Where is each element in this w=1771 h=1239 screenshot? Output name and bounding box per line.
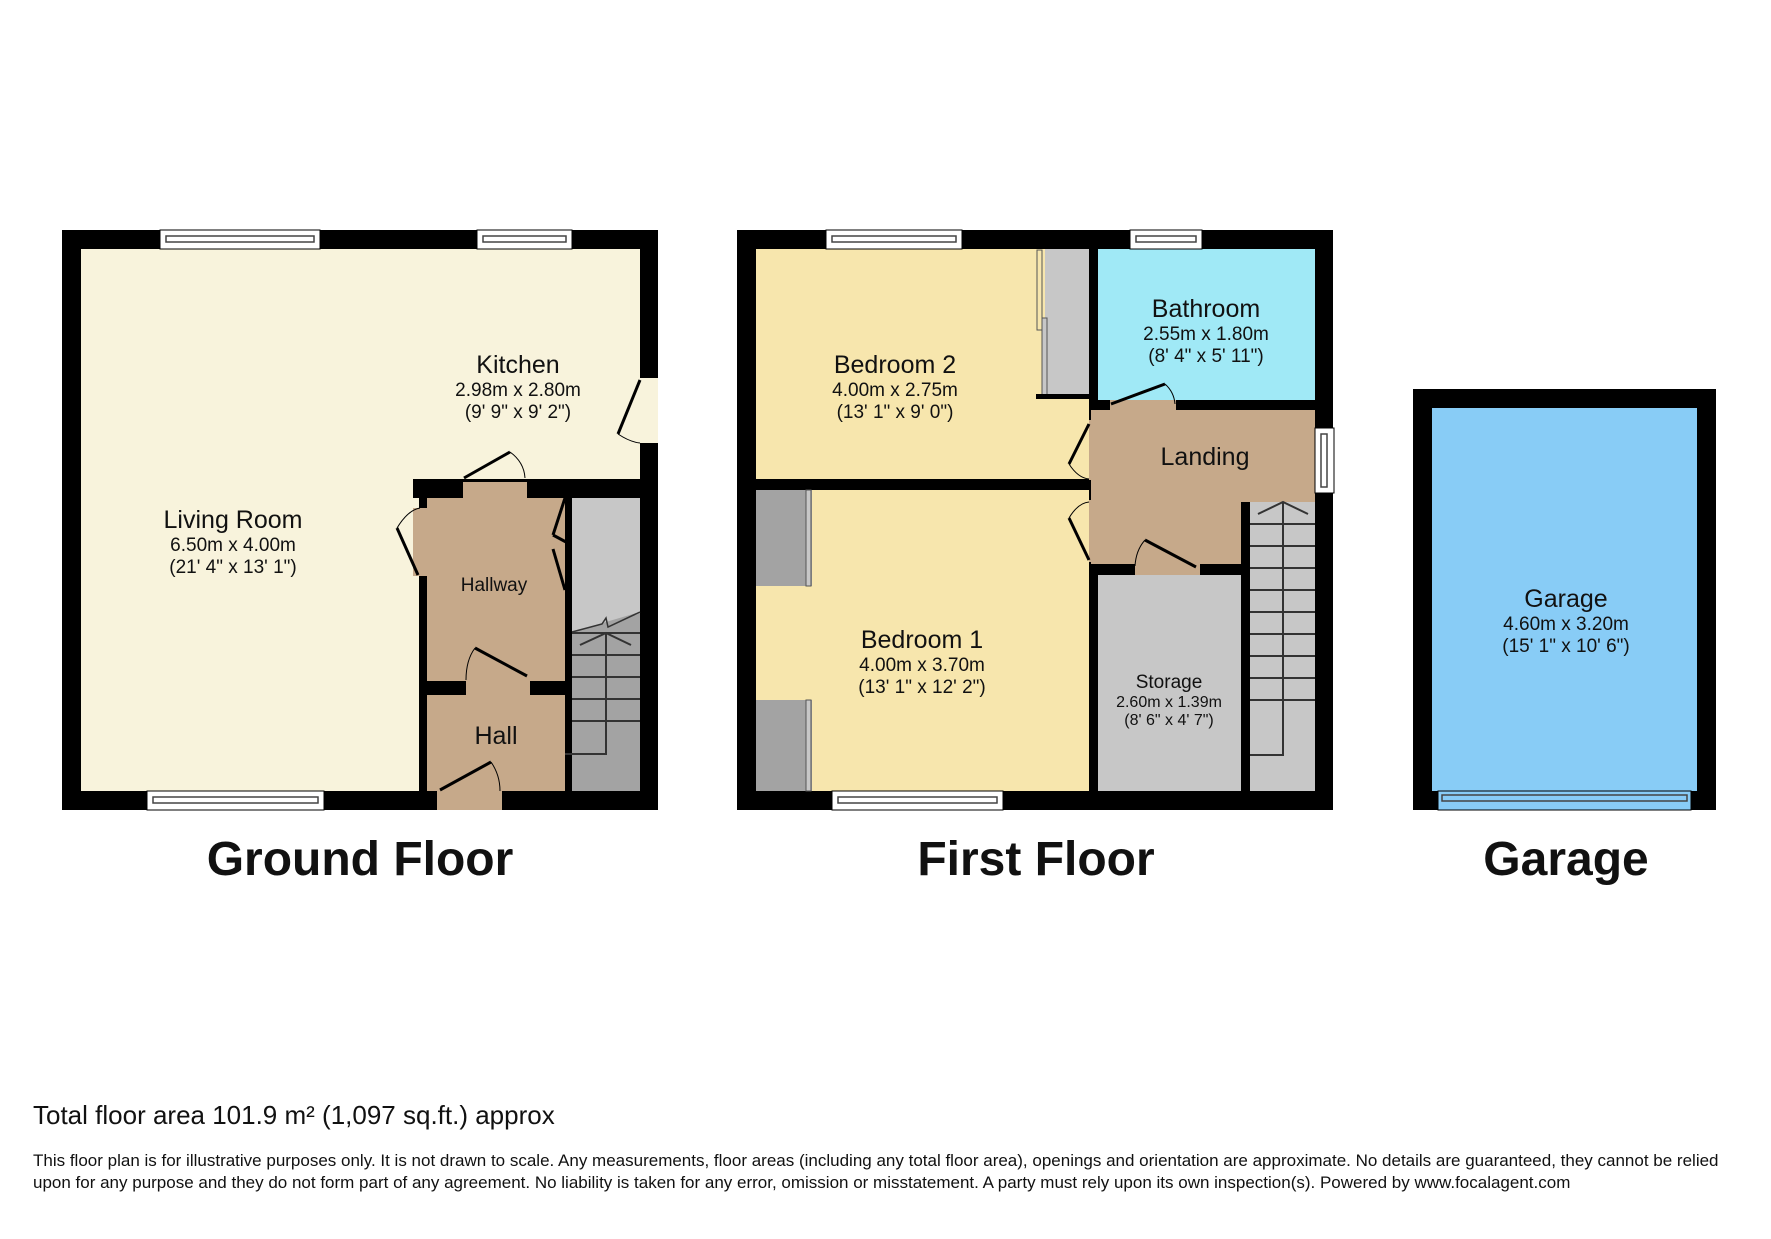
first-floor-plan [737,229,1335,811]
living-room-area [81,249,413,791]
room-label-living-room: Living Room 6.50m x 4.00m (21' 4" x 13' … [163,506,303,578]
window-icon [146,229,573,811]
room-label-garage: Garage 4.60m x 3.20m (15' 1" x 10' 6") [1502,585,1630,657]
floor-title-garage: Garage [1483,833,1649,886]
stairs-icon [565,611,641,755]
stairs-icon [1250,500,1315,756]
bathroom-area [1098,249,1315,400]
disclaimer-text: This floor plan is for illustrative purp… [33,1151,1719,1192]
room-label-kitchen: Kitchen 2.98m x 2.80m (9' 9" x 9' 2") [455,351,581,423]
room-label-bathroom: Bathroom 2.55m x 1.80m (8' 4" x 5' 11") [1143,295,1269,367]
landing-area [1091,410,1315,502]
hallway-area [427,498,565,681]
room-label-landing: Landing [1160,443,1250,471]
room-label-hall: Hall [474,722,518,750]
door-icon [1067,382,1200,575]
bedroom-2-area [756,249,1089,479]
room-label-hallway: Hallway [460,575,528,596]
floor-title-ground: Ground Floor [206,833,514,886]
ground-floor-plan [62,229,658,811]
window-icon [825,229,1335,811]
garage-plan [1413,389,1716,811]
kitchen-area [397,249,640,479]
room-label-bedroom-2: Bedroom 2 4.00m x 2.75m (13' 1" x 9' 0") [832,351,958,423]
door-icon [395,379,642,810]
room-label-bedroom-1: Bedroom 1 4.00m x 3.70m (13' 1" x 12' 2"… [858,626,986,698]
garage-area [1432,408,1697,791]
storage-area [1098,575,1241,791]
total-floor-area: Total floor area 101.9 m² (1,097 sq.ft.)… [33,1100,555,1130]
room-label-storage: Storage 2.60m x 1.39m (8' 6" x 4' 7") [1116,672,1222,730]
floor-title-first: First Floor [917,833,1155,886]
hall-area [427,695,565,791]
